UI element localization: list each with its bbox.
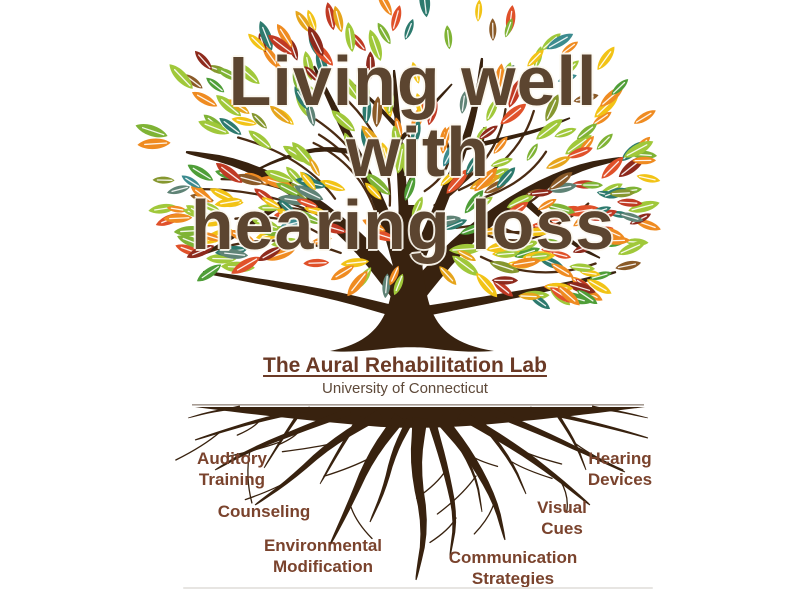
poster-title-line3: hearing loss (190, 186, 616, 264)
poster-title-line1: Living well (228, 42, 598, 120)
root-label-auditory-training: Auditory Training (197, 449, 267, 489)
lab-affiliation: University of Connecticut (322, 380, 488, 397)
tree-roots (175, 405, 649, 581)
lab-name: The Aural Rehabilitation Lab (263, 354, 547, 377)
canopy-leaves (135, 0, 661, 310)
root-label-hearing-devices: Hearing Devices (587, 449, 653, 489)
root-label-communication-strategies: Communication Strategies (448, 548, 578, 588)
tree-trunk (330, 205, 494, 352)
poster-title-line2: with (346, 113, 490, 191)
ground-line (192, 404, 644, 406)
root-label-environmental-modification: Environmental Modification (263, 536, 383, 576)
root-label-counseling: Counseling (217, 502, 311, 521)
image-bottom-edge-line (183, 587, 653, 589)
root-label-visual-cues: Visual Cues (537, 498, 587, 538)
